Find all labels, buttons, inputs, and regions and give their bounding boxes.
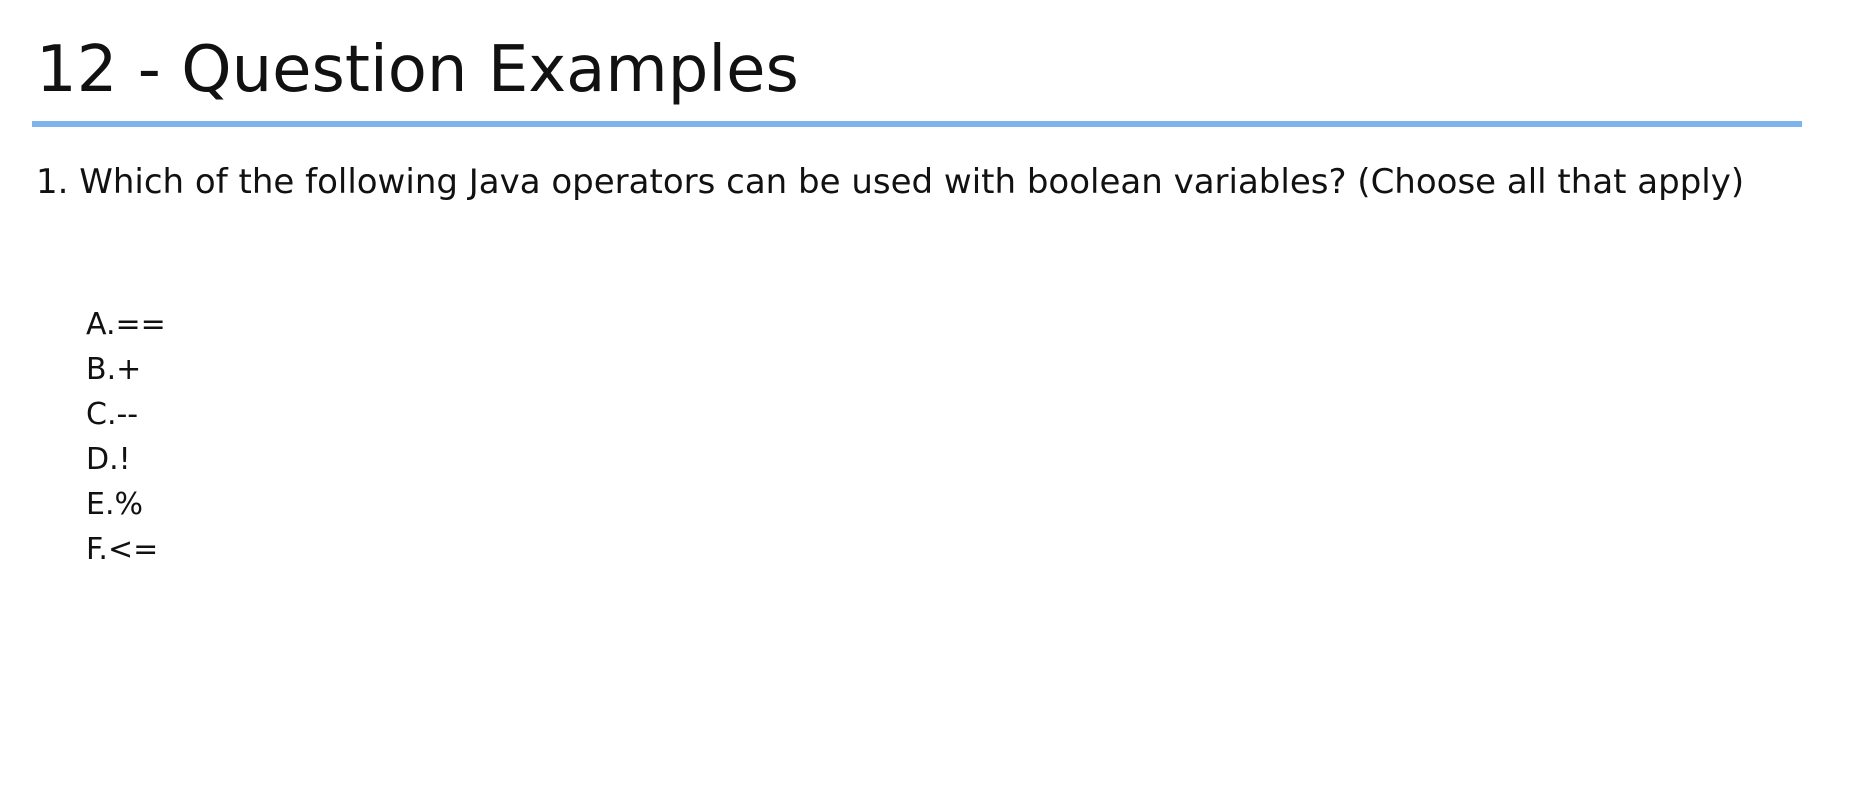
option-f: F.<=	[86, 532, 159, 567]
option-b: B.+	[86, 352, 142, 387]
option-e: E.%	[86, 487, 143, 522]
option-c: C.--	[86, 397, 139, 432]
question-text: 1. Which of the following Java operators…	[36, 162, 1745, 202]
slide-title: 12 - Question Examples	[36, 33, 799, 107]
option-d: D.!	[86, 442, 131, 477]
title-divider	[32, 121, 1802, 127]
option-a: A.==	[86, 307, 166, 342]
answer-options-list: A.== B.+ C.-- D.! E.% F.<=	[86, 302, 166, 572]
